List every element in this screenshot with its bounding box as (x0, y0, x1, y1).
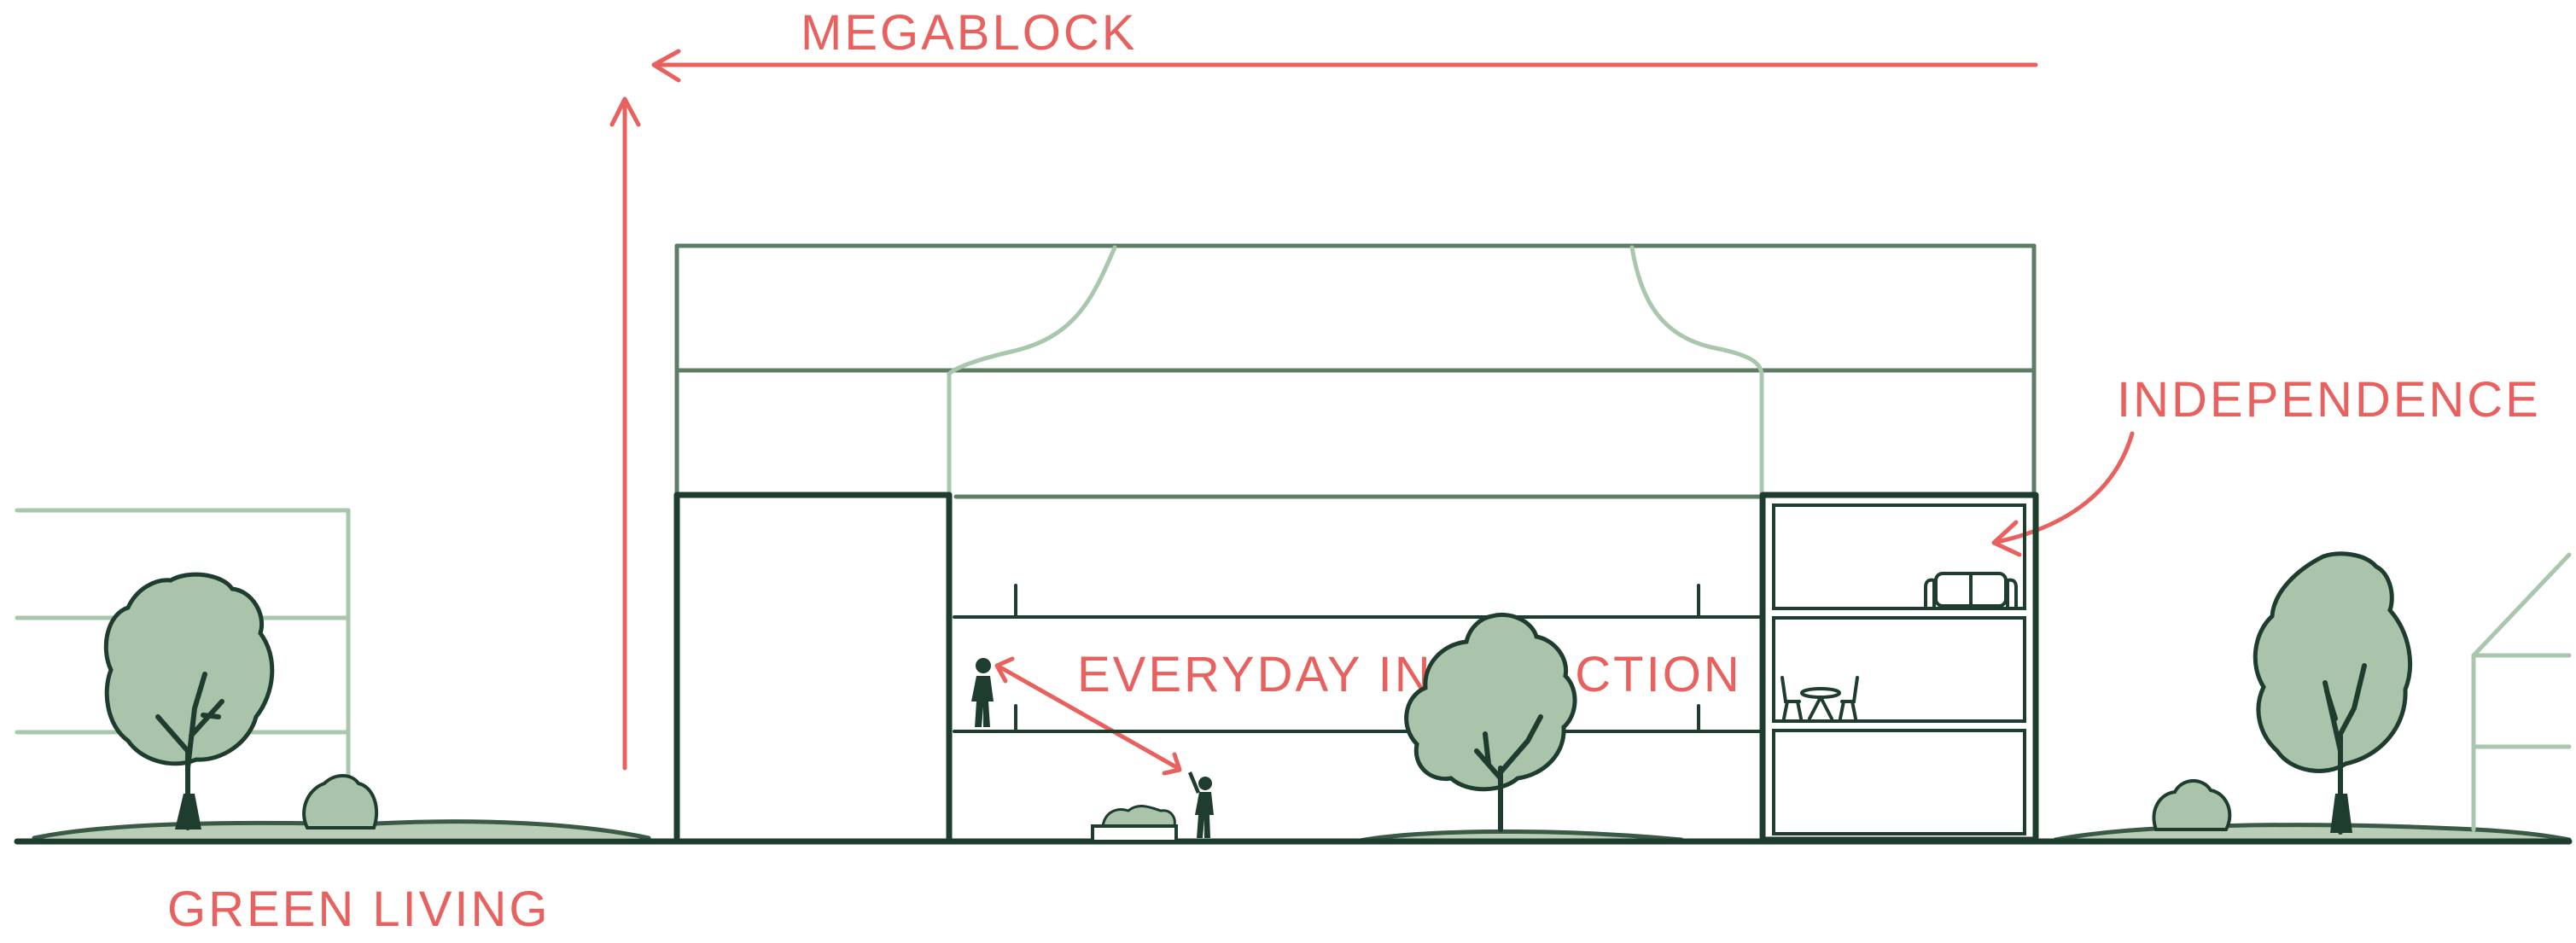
ground-mound-outline-center (1353, 829, 1684, 844)
ground-mound-outline-right (2053, 823, 2572, 842)
bush-icon (302, 774, 379, 829)
upper-frame (674, 243, 2037, 499)
independence-label: INDEPENDENCE (2117, 372, 2541, 428)
table-chairs-icon (1780, 676, 1859, 720)
everyday-interaction-label: EVERYDAY INTERACTION (1077, 647, 1742, 702)
annotations: MEGABLOCK INDEPENDENCE EVERYDAY INTERACT… (167, 5, 2541, 937)
person-waving-icon (1188, 771, 1214, 838)
megablock-width-arrow (651, 49, 2038, 83)
tree-icon (103, 572, 275, 830)
interaction-arrow (994, 656, 1182, 776)
megablock-label: MEGABLOCK (801, 5, 1137, 61)
bush-icon (2152, 779, 2232, 831)
planter-icon (1091, 805, 1178, 843)
neighbour-house-right (2471, 552, 2572, 832)
megablock-building (673, 243, 2039, 843)
trees (103, 551, 2412, 835)
courtyard-curves (947, 245, 1764, 496)
height-arrow (609, 96, 641, 771)
sofa-icon (1924, 572, 2018, 609)
tree-icon (1404, 613, 1577, 832)
right-tower (1759, 492, 2039, 843)
green-living-label: GREEN LIVING (167, 882, 551, 937)
left-block (673, 492, 953, 843)
central-floors (953, 584, 1762, 733)
tree-icon (2253, 551, 2412, 835)
person-icon (971, 658, 994, 727)
